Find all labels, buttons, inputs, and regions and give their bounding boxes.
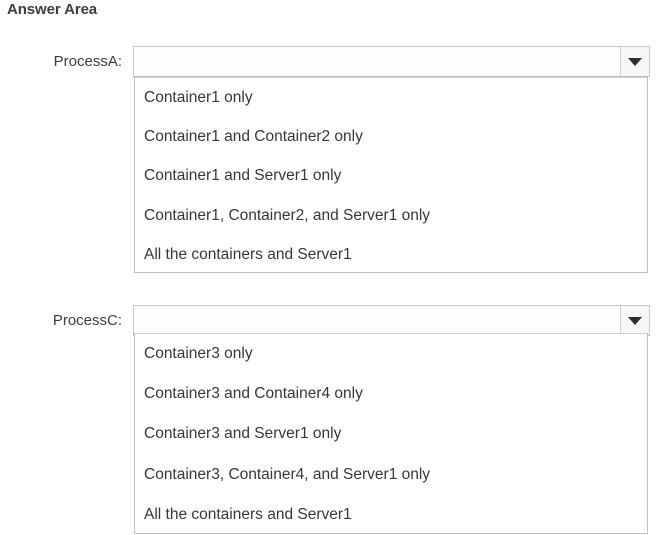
chevron-down-glyph xyxy=(628,57,642,66)
label-process-c: ProcessC: xyxy=(52,312,122,329)
list-item[interactable]: Container3 and Server1 only xyxy=(144,425,342,443)
option-list-process-c[interactable]: Container3 only Container3 and Container… xyxy=(134,333,648,534)
list-item[interactable]: Container1 and Server1 only xyxy=(144,167,342,185)
combobox-process-c[interactable] xyxy=(133,305,650,336)
list-item[interactable]: Container1, Container2, and Server1 only xyxy=(144,206,431,224)
chevron-down-glyph xyxy=(628,316,642,325)
combobox-process-c-value[interactable] xyxy=(134,306,620,335)
list-item[interactable]: Container1 and Container2 only xyxy=(144,128,363,146)
chevron-down-icon[interactable] xyxy=(620,306,649,335)
combobox-process-a-value[interactable] xyxy=(134,47,620,76)
list-item[interactable]: Container3, Container4, and Server1 only xyxy=(144,465,431,483)
chevron-down-icon[interactable] xyxy=(620,47,649,76)
list-item[interactable]: Container3 and Container4 only xyxy=(144,385,363,403)
list-item[interactable]: All the containers and Server1 xyxy=(144,505,352,523)
label-process-a: ProcessA: xyxy=(53,53,122,70)
list-item[interactable]: Container3 only xyxy=(144,345,253,362)
list-item[interactable]: Container1 only xyxy=(144,89,253,106)
page-title: Answer Area xyxy=(7,1,98,18)
list-item[interactable]: All the containers and Server1 xyxy=(144,245,352,263)
combobox-process-a[interactable] xyxy=(133,46,650,77)
option-list-process-a[interactable]: Container1 only Container1 and Container… xyxy=(134,77,648,273)
